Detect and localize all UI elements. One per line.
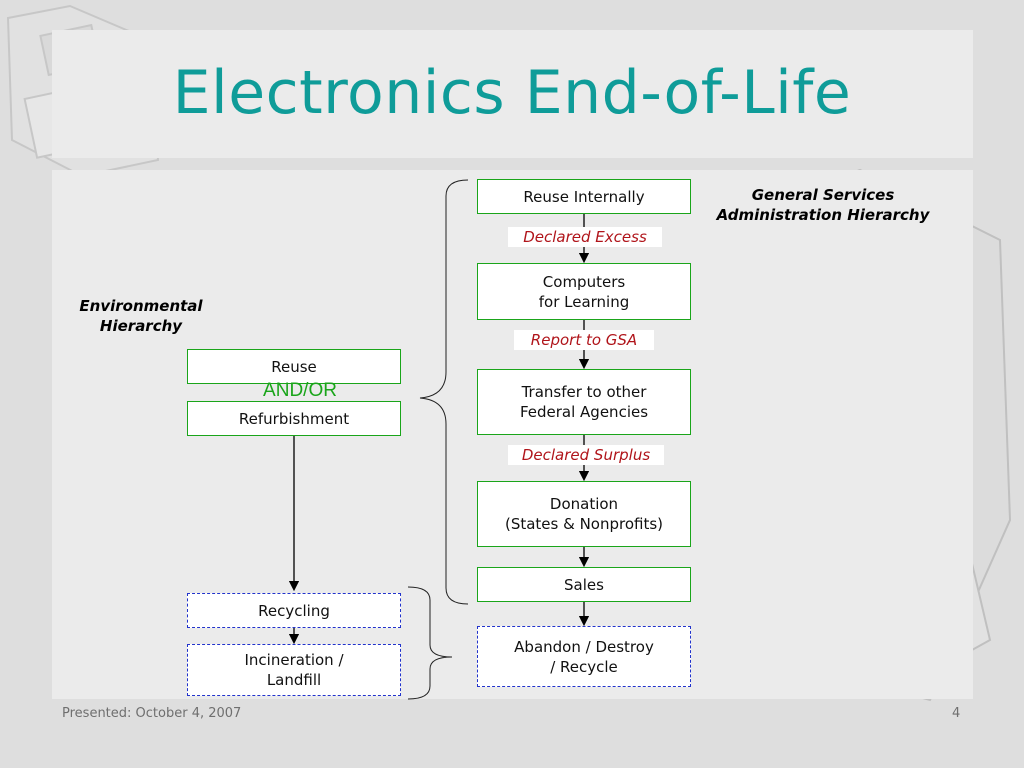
footer-presented-date: Presented: October 4, 2007 <box>62 706 242 721</box>
reuse-internally-box: Reuse Internally <box>477 179 691 214</box>
gsa-hierarchy-heading: General Services Administration Hierarch… <box>716 186 930 224</box>
recycling-box: Recycling <box>187 593 401 628</box>
donation-box: Donation (States & Nonprofits) <box>477 481 691 547</box>
report-to-gsa-label: Report to GSA <box>514 330 654 350</box>
sales-box: Sales <box>477 567 691 602</box>
slide-number: 4 <box>952 706 961 721</box>
declared-excess-label: Declared Excess <box>508 227 662 247</box>
abandon-destroy-recycle-box: Abandon / Destroy / Recycle <box>477 626 691 687</box>
reuse-box: Reuse <box>187 349 401 384</box>
and-or-label: AND/OR <box>263 380 337 401</box>
brace-recycling-to-abandon <box>407 586 453 700</box>
computers-for-learning-box: Computers for Learning <box>477 263 691 320</box>
refurbishment-box: Refurbishment <box>187 401 401 436</box>
slide-title: Electronics End-of-Life <box>172 58 852 128</box>
title-band <box>52 30 973 158</box>
transfer-federal-agencies-box: Transfer to other Federal Agencies <box>477 369 691 435</box>
environmental-hierarchy-heading: Environmental Hierarchy <box>79 297 203 335</box>
declared-surplus-label: Declared Surplus <box>508 445 664 465</box>
brace-reuse-to-gsa <box>419 179 469 605</box>
incineration-landfill-box: Incineration / Landfill <box>187 644 401 696</box>
